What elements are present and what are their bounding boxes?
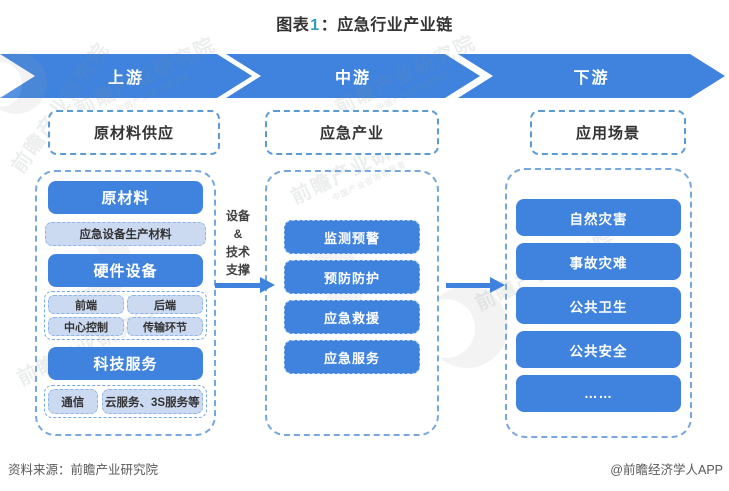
flow-arrow-icon [215, 277, 275, 294]
stage-label-upstream: 上游 [107, 70, 144, 87]
upstream-tech-sub-group: 通信 云服务、3S服务等 [44, 385, 207, 418]
connector-label: 设备 & 技术 支撑 [214, 207, 262, 279]
upstream-container: 原材料 应急设备生产材料 硬件设备 前端 后端 中心控制 传输环节 科技服务 通… [35, 170, 216, 436]
figure-title-prefix: 图表 [276, 17, 310, 34]
credit-note: @前瞻经济学人APP [610, 463, 723, 477]
arrow-head [260, 277, 275, 293]
upstream-sub-item: 通信 [48, 389, 98, 414]
chevron-banner-downstream: 下游 [458, 54, 725, 98]
upstream-hardware-sub-group: 前端 后端 中心控制 传输环节 [44, 291, 207, 340]
midstream-item: 预防防护 [284, 260, 420, 294]
upstream-item-raw-material-sub: 应急设备生产材料 [45, 222, 206, 246]
upstream-header-box: 原材料供应 [48, 110, 220, 155]
downstream-item: 公共安全 [516, 331, 681, 368]
midstream-item: 应急服务 [284, 340, 420, 374]
figure-number: 1 [310, 17, 320, 34]
watermark-logo-icon [0, 52, 47, 114]
connector-label-line: 技术 [225, 245, 250, 259]
arrow-shaft [446, 283, 491, 288]
chevron-banner-midstream: 中游 [226, 54, 480, 98]
upstream-item-hardware: 硬件设备 [48, 254, 203, 287]
midstream-header-box: 应急产业 [265, 110, 439, 155]
downstream-item: 公共卫生 [516, 287, 681, 324]
midstream-container: 监测预警 预防防护 应急救援 应急服务 [265, 170, 439, 436]
chevron-banner-upstream: 上游 [0, 54, 252, 98]
upstream-header-label: 原材料供应 [93, 125, 174, 142]
connector-label-line: & [233, 227, 243, 241]
figure-title: 图表1：应急行业产业链 [0, 11, 729, 35]
downstream-header-label: 应用场景 [575, 125, 640, 142]
source-note: 资料来源：前瞻产业研究院 [8, 463, 159, 477]
midstream-header-label: 应急产业 [319, 125, 384, 142]
watermark-logo-icon [416, 286, 508, 368]
flow-arrow-icon [446, 277, 506, 294]
stage-label-midstream: 中游 [334, 70, 371, 87]
stage-label-downstream: 下游 [573, 70, 610, 87]
upstream-sub-item: 后端 [127, 295, 203, 314]
downstream-item: 自然灾害 [516, 199, 681, 236]
arrow-head [490, 277, 505, 293]
upstream-item-raw-material: 原材料 [48, 181, 203, 214]
figure-title-text: ：应急行业产业链 [320, 17, 453, 34]
upstream-sub-item: 前端 [48, 295, 124, 314]
arrow-shaft [215, 283, 261, 288]
downstream-item: 事故灾难 [516, 243, 681, 280]
connector-label-line: 支撑 [225, 263, 250, 277]
downstream-header-box: 应用场景 [530, 110, 686, 155]
downstream-container: 自然灾害 事故灾难 公共卫生 公共安全 …… [505, 168, 692, 438]
upstream-sub-item: 中心控制 [48, 317, 124, 336]
upstream-sub-item: 云服务、3S服务等 [101, 389, 203, 414]
upstream-item-tech-service: 科技服务 [48, 347, 203, 380]
midstream-item: 监测预警 [284, 220, 420, 254]
midstream-item: 应急救援 [284, 300, 420, 334]
connector-label-line: 设备 [225, 209, 250, 223]
upstream-sub-item: 传输环节 [127, 317, 203, 336]
downstream-item: …… [516, 375, 681, 412]
